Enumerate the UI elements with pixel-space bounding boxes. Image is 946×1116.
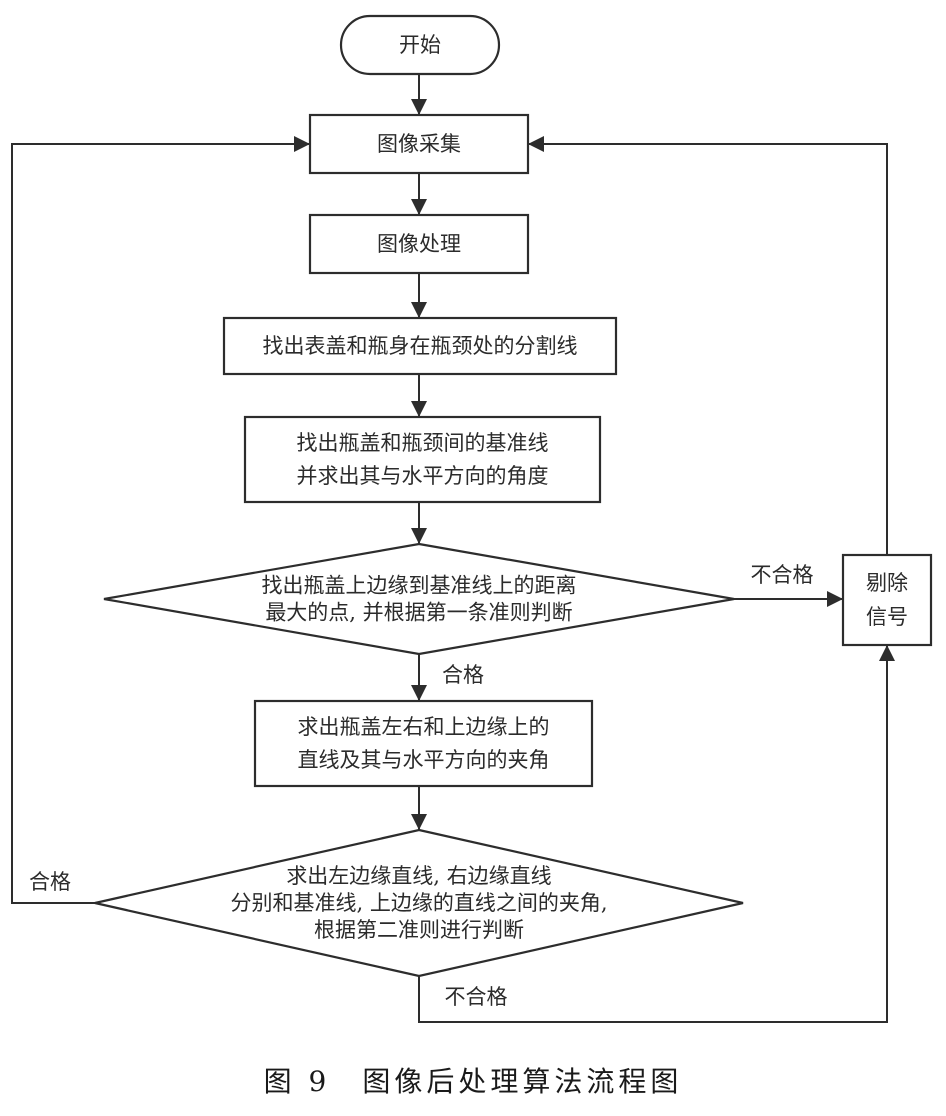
node-decision2-text: 求出左边缘直线, 右边缘直线 [286,864,551,888]
edge-capture-to-processing [411,173,427,215]
node-decision2-text: 分别和基准线, 上边缘的直线之间的夹角, [230,891,607,915]
edge-reject-to-capture [528,136,888,555]
terminal-shape [339,14,501,76]
edge-label: 不合格 [751,563,814,587]
process-box [253,699,594,788]
node-processing-text: 图像处理 [377,232,461,256]
arrowhead-icon [411,528,427,544]
arrowhead-icon [827,591,843,607]
arrowhead-icon [411,199,427,215]
edge-decision2-to-reject [418,645,895,1023]
edge-baseline-to-decision1 [411,502,427,544]
edge-label: 不合格 [445,985,508,1009]
connector-line [418,645,888,1023]
process-box [841,553,933,647]
node-decision1-text: 找出瓶盖上边缘到基准线上的距离 [262,574,577,598]
node-decision2-text: 根据第二准则进行判断 [314,918,524,942]
arrowhead-icon [411,685,427,701]
decision-diamond [103,542,735,656]
node-decision1-text: 最大的点, 并根据第一条准则判断 [265,601,572,625]
node-reject-text: 剔除 [866,571,908,595]
node-baseline-text: 找出瓶盖和瓶颈间的基准线 [297,431,549,455]
edge-label: 合格 [442,663,484,687]
node-capture: 图像采集 [308,113,530,175]
edge-split-line-to-baseline [411,374,427,417]
edge-start-to-capture [411,74,427,115]
node-split_line-text: 找出表盖和瓶身在瓶颈处的分割线 [263,334,578,358]
edge-decision2-to-capture [11,136,310,904]
edge-edges-angle-to-decision2 [411,786,427,830]
process-box [243,415,602,504]
node-reject-text: 信号 [866,605,908,629]
process-box [222,316,618,376]
arrowhead-icon [294,136,310,152]
edge-label: 合格 [29,870,71,894]
node-start-text: 开始 [399,33,441,57]
connector-line [528,143,888,555]
process-box [308,113,530,175]
node-edges_angle-text: 直线及其与水平方向的夹角 [298,748,550,772]
arrowhead-icon [411,99,427,115]
node-capture-text: 图像采集 [377,132,461,156]
arrowhead-icon [528,136,544,152]
connector-line [11,143,310,904]
process-box [308,213,530,275]
edge-decision1-to-edges-angle [411,654,427,701]
arrowhead-icon [411,814,427,830]
arrowhead-icon [411,302,427,318]
node-start: 开始 [339,14,501,76]
edge-processing-to-split-line [411,273,427,318]
edge-decision1-to-reject [734,591,843,607]
arrowhead-icon [879,645,895,661]
node-split-line: 找出表盖和瓶身在瓶颈处的分割线 [222,316,618,376]
arrowhead-icon [411,401,427,417]
decision-diamond [94,828,744,978]
figure-caption: 图 9 图像后处理算法流程图 [264,1065,683,1098]
node-processing: 图像处理 [308,213,530,275]
node-baseline-text: 并求出其与水平方向的角度 [297,464,549,488]
node-edges_angle-text: 求出瓶盖左右和上边缘上的 [298,715,550,739]
